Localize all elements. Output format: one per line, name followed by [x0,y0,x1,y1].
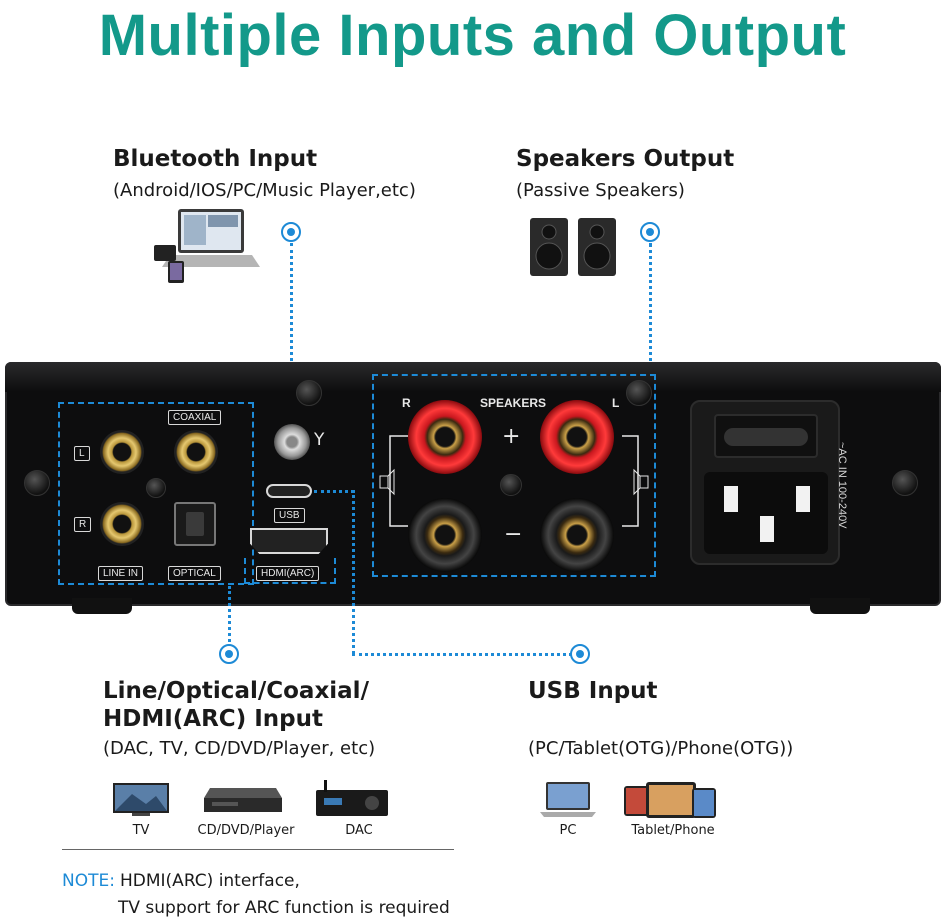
tablet-phone-caption: Tablet/Phone [631,823,715,838]
speakers-sub: (Passive Speakers) [516,180,685,201]
bluetooth-heading: Bluetooth Input [113,146,318,172]
antenna-icon: Y [314,430,325,450]
bluetooth-connector-line [290,243,293,403]
minus-sign: − [504,522,523,547]
line-in-label: LINE IN [98,566,144,581]
speakers-connector-dot [640,222,660,242]
usb-input-heading: USB Input [528,678,658,704]
speaker-l-label: L [612,396,620,410]
speaker-wiring-diagram [379,435,649,527]
line-input-connector-dot [219,644,239,664]
coaxial-jack[interactable] [174,430,218,474]
speakers-label: SPEAKERS [480,396,547,410]
bluetooth-devices-icon [154,209,260,283]
line-in-right-jack[interactable] [100,502,144,546]
usb-input-sub: (PC/Tablet(OTG)/Phone(OTG)) [528,738,794,759]
speaker-r-negative-terminal[interactable] [408,498,482,572]
optical-port[interactable] [174,502,216,546]
bluetooth-antenna-port[interactable] [274,424,310,460]
usb-label: USB [274,508,305,523]
note-line-1: HDMI(ARC) interface, [120,871,300,891]
ac-input-rating: ~AC IN 100-240V [836,442,848,529]
bluetooth-sub: (Android/IOS/PC/Music Player,etc) [113,180,416,201]
hdmi-dashed-group [244,558,336,584]
speaker-r-positive-terminal[interactable] [408,400,482,474]
socket-pin [724,486,738,512]
note-line-2: TV support for ARC function is required [118,898,450,918]
usb-c-port[interactable] [266,484,312,498]
line-in-left-jack[interactable] [100,430,144,474]
page-title: Multiple Inputs and Output [98,3,847,68]
passive-speakers-icon [530,218,616,276]
line-input-heading-2: HDMI(ARC) Input [103,706,323,732]
usb-connector-dot [570,644,590,664]
device-foot [810,598,870,614]
speaker-l-positive-terminal[interactable] [540,400,614,474]
screw-icon [296,380,322,406]
speakers-connector-line [649,243,652,375]
dac-icon [316,780,388,816]
pc-caption: PC [559,823,577,838]
usb-connector-line [314,490,354,493]
speaker-r-label: R [402,396,411,410]
line-input-heading-1: Line/Optical/Coaxial/ [103,678,369,704]
hdmi-label: HDMI(ARC) [256,566,320,581]
hdmi-arc-port[interactable] [250,528,328,554]
screw-icon [500,474,522,496]
screw-icon [24,470,50,496]
screw-icon [892,470,918,496]
plus-sign: + [502,424,521,449]
socket-pin [796,486,810,512]
line-in-right-label: R [74,517,92,532]
dac-caption: DAC [345,823,373,838]
device-foot [72,598,132,614]
note-label: NOTE: [62,871,115,891]
coaxial-label: COAXIAL [168,410,222,425]
pc-laptop-icon [540,782,596,817]
speaker-l-negative-terminal[interactable] [540,498,614,572]
line-in-left-label: L [74,446,90,461]
usb-connector-line [352,653,572,656]
line-input-sub: (DAC, TV, CD/DVD/Player, etc) [103,738,376,759]
speaker-output-group [372,374,656,577]
tablet-phone-icon [624,782,716,818]
note-divider [62,849,454,850]
usb-connector-line [352,490,355,654]
screw-icon [626,380,652,406]
power-switch-knob[interactable] [724,428,808,446]
dvd-caption: CD/DVD/Player [197,823,295,838]
socket-pin [760,516,774,542]
tv-caption: TV [132,823,150,838]
line-input-connector-line [228,586,231,648]
speakers-heading: Speakers Output [516,146,735,172]
amplifier-top-edge [5,362,941,392]
bluetooth-connector-dot [281,222,301,242]
tv-icon [113,783,169,816]
screw-icon [146,478,166,498]
optical-label: OPTICAL [168,566,221,581]
analog-input-group [58,402,254,585]
dvd-player-icon [204,788,282,812]
